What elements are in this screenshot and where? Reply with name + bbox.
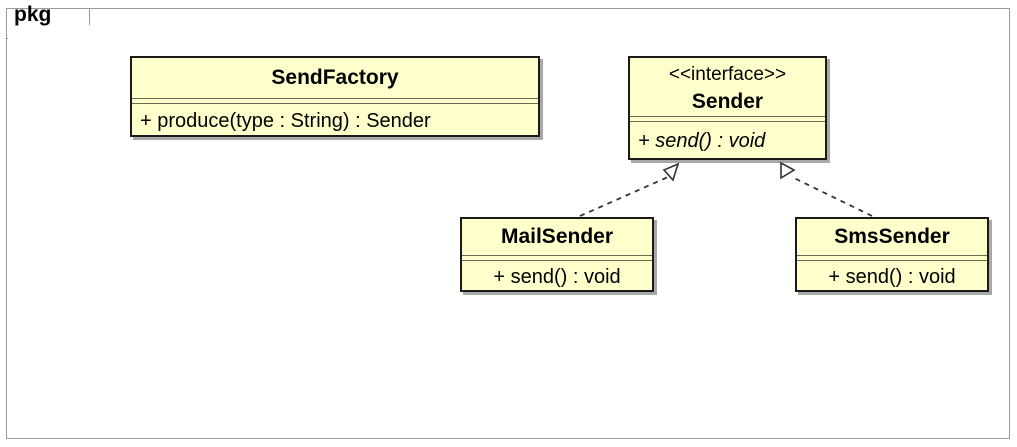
package-label: pkg [14,3,52,26]
compartment-divider [462,255,652,261]
class-member-send-sms: + send() : void [828,266,956,288]
class-name-smssender: SmsSender [834,225,950,248]
compartment-divider [630,116,825,122]
class-stereotype-sender: <<interface>> [668,64,787,85]
class-member-produce: + produce(type : String) : Sender [140,110,431,132]
class-member-send-abstract: + send() : void [638,130,766,152]
compartment-divider [797,255,987,261]
package-tab-seam [8,36,72,41]
class-box-sendfactory[interactable]: SendFactory + produce(type : String) : S… [130,56,540,137]
class-name-sender: Sender [691,90,764,113]
package-frame [6,8,1010,439]
class-box-smssender[interactable]: SmsSender + send() : void [795,217,989,292]
class-box-mailsender[interactable]: MailSender + send() : void [460,217,654,292]
class-box-sender[interactable]: <<interface>> Sender + send() : void [628,56,827,160]
class-name-mailsender: MailSender [500,225,614,248]
class-name-sendfactory: SendFactory [271,66,399,89]
class-member-send-mail: + send() : void [493,266,621,288]
compartment-divider [132,98,538,104]
